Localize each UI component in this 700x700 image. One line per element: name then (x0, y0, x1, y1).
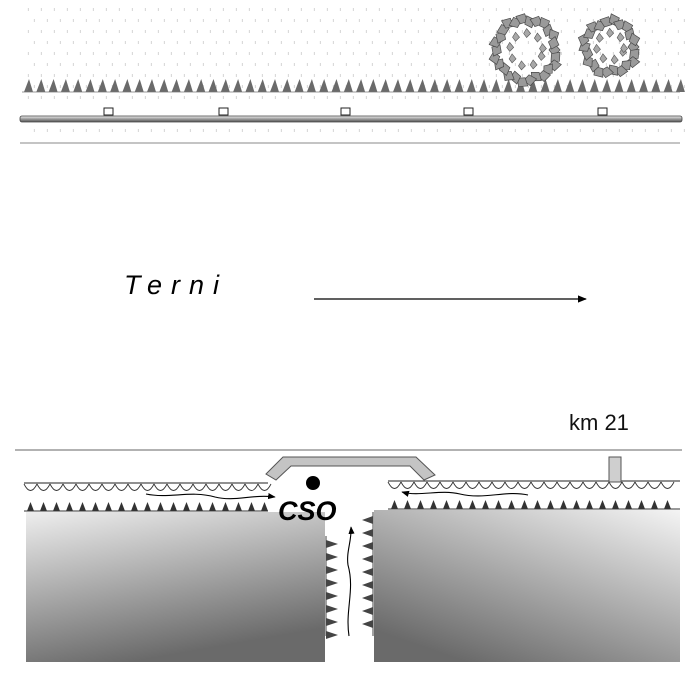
channel-vegetation (325, 512, 374, 639)
track-marker (597, 107, 608, 116)
track-marker (218, 107, 229, 116)
track-marker (103, 107, 114, 116)
track-marker (340, 107, 351, 116)
culvert-cover (265, 456, 436, 481)
water-flow-arrow-icon (145, 493, 276, 500)
embankment-left (26, 512, 325, 662)
grass-band-right (387, 480, 680, 510)
embankment-right (374, 510, 680, 662)
top-plan-strip (22, 8, 685, 132)
grass-band-left (23, 482, 272, 512)
track-marker (463, 107, 474, 116)
station-label: CSO (278, 496, 337, 526)
water-flow-arrow-icon (347, 526, 355, 637)
rail-track (19, 115, 683, 123)
station-point-icon (306, 476, 320, 490)
fence-post-icon (608, 456, 622, 483)
bush-group (488, 13, 641, 87)
kilometer-label: km 21 (569, 410, 629, 435)
direction-label: Terni (124, 270, 229, 300)
water-flow-arrow-icon (401, 490, 529, 497)
